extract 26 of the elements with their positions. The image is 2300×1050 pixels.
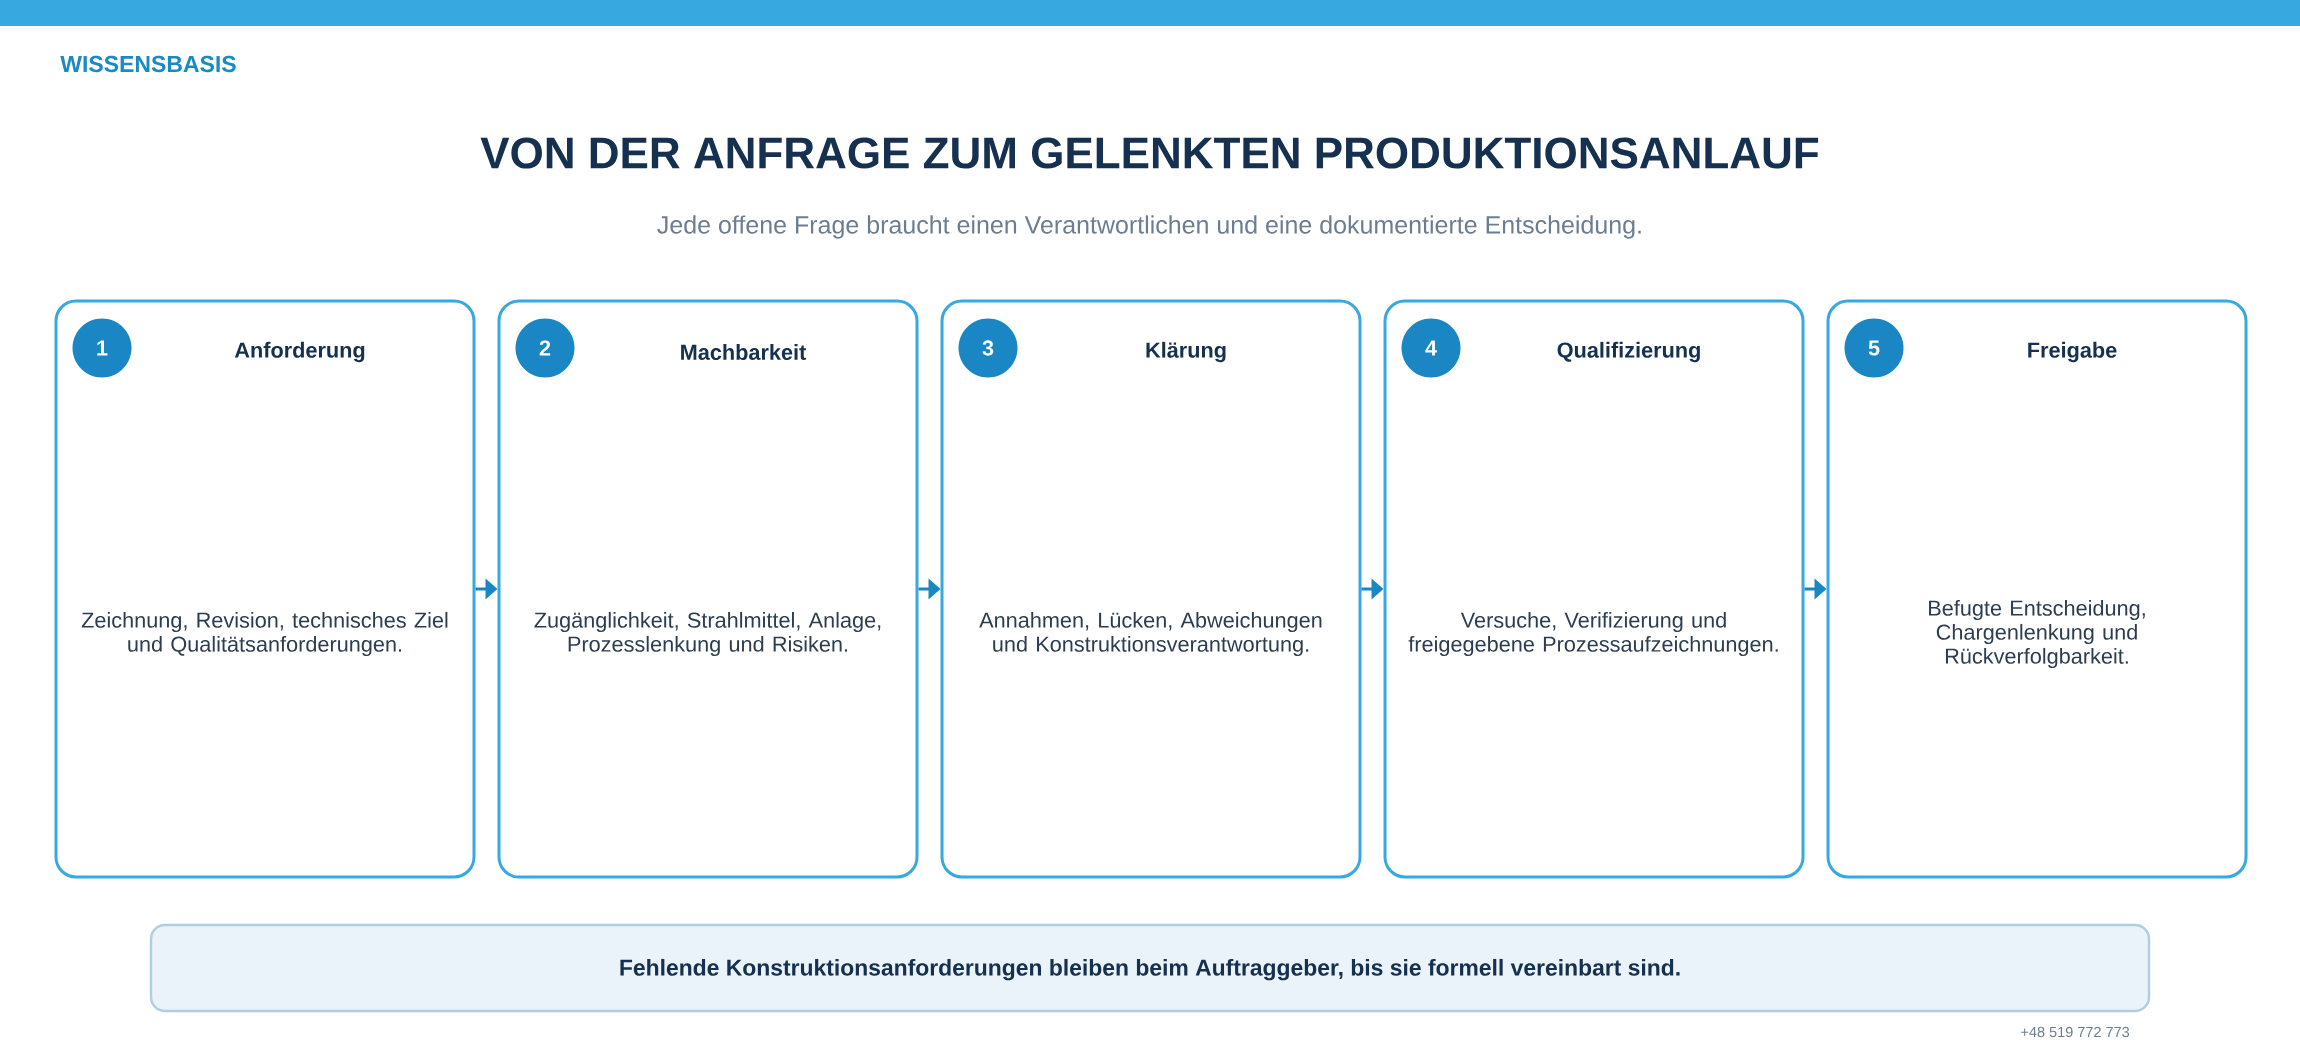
step-description: Zugänglichkeit, Strahlmittel, Anlage, Prozesslenkung und Risiken. (534, 611, 881, 657)
step-number: 5 (1844, 318, 1904, 378)
header-label: WISSENSBASIS (60, 55, 236, 73)
step-description: Annahmen, Lücken, Abweichungen und Konstruktionsverantwortung. (979, 611, 1322, 657)
step-title: Klärung (1146, 341, 1226, 363)
step-number: 2 (515, 318, 575, 378)
step-description: Versuche, Verifizierung und freigegebene Prozessaufzeichnungen. (1408, 611, 1778, 657)
step-card (54, 299, 476, 879)
step-title: Anforderung (234, 341, 365, 363)
step-card (1826, 299, 2248, 879)
step-card (940, 299, 1362, 879)
step-title: Freigabe (2028, 341, 2117, 363)
step-number: 1 (72, 318, 132, 378)
step-title: Qualifizierung (1557, 341, 1700, 363)
step-card (1383, 299, 1805, 879)
step-description: Zeichnung, Revision, technisches Ziel und Qualitätsanforderungen. (81, 611, 448, 657)
step-number: 4 (1401, 318, 1461, 378)
note-box: Fehlende Konstruktionsanforderungen bleiben beim Auftraggeber, bis sie formell vereinbart sind. (149, 923, 2151, 1013)
subtitle: Jede offene Frage braucht einen Verantwortlichen und eine dokumentierte Entscheidung. (657, 215, 1641, 239)
step-title: Machbarkeit (681, 344, 807, 360)
top-bar (0, 0, 2300, 26)
phone-number: +48 519 772 773 (2021, 1026, 2130, 1038)
step-description: Befugte Entscheidung, Chargenlenkung und Rückverfolgbarkeit. (1929, 599, 2145, 669)
step-number: 3 (958, 318, 1018, 378)
title: VON DER ANFRAGE ZUM GELENKTEN PRODUKTIONSANLAUF (480, 137, 1819, 169)
step-card (497, 299, 919, 879)
